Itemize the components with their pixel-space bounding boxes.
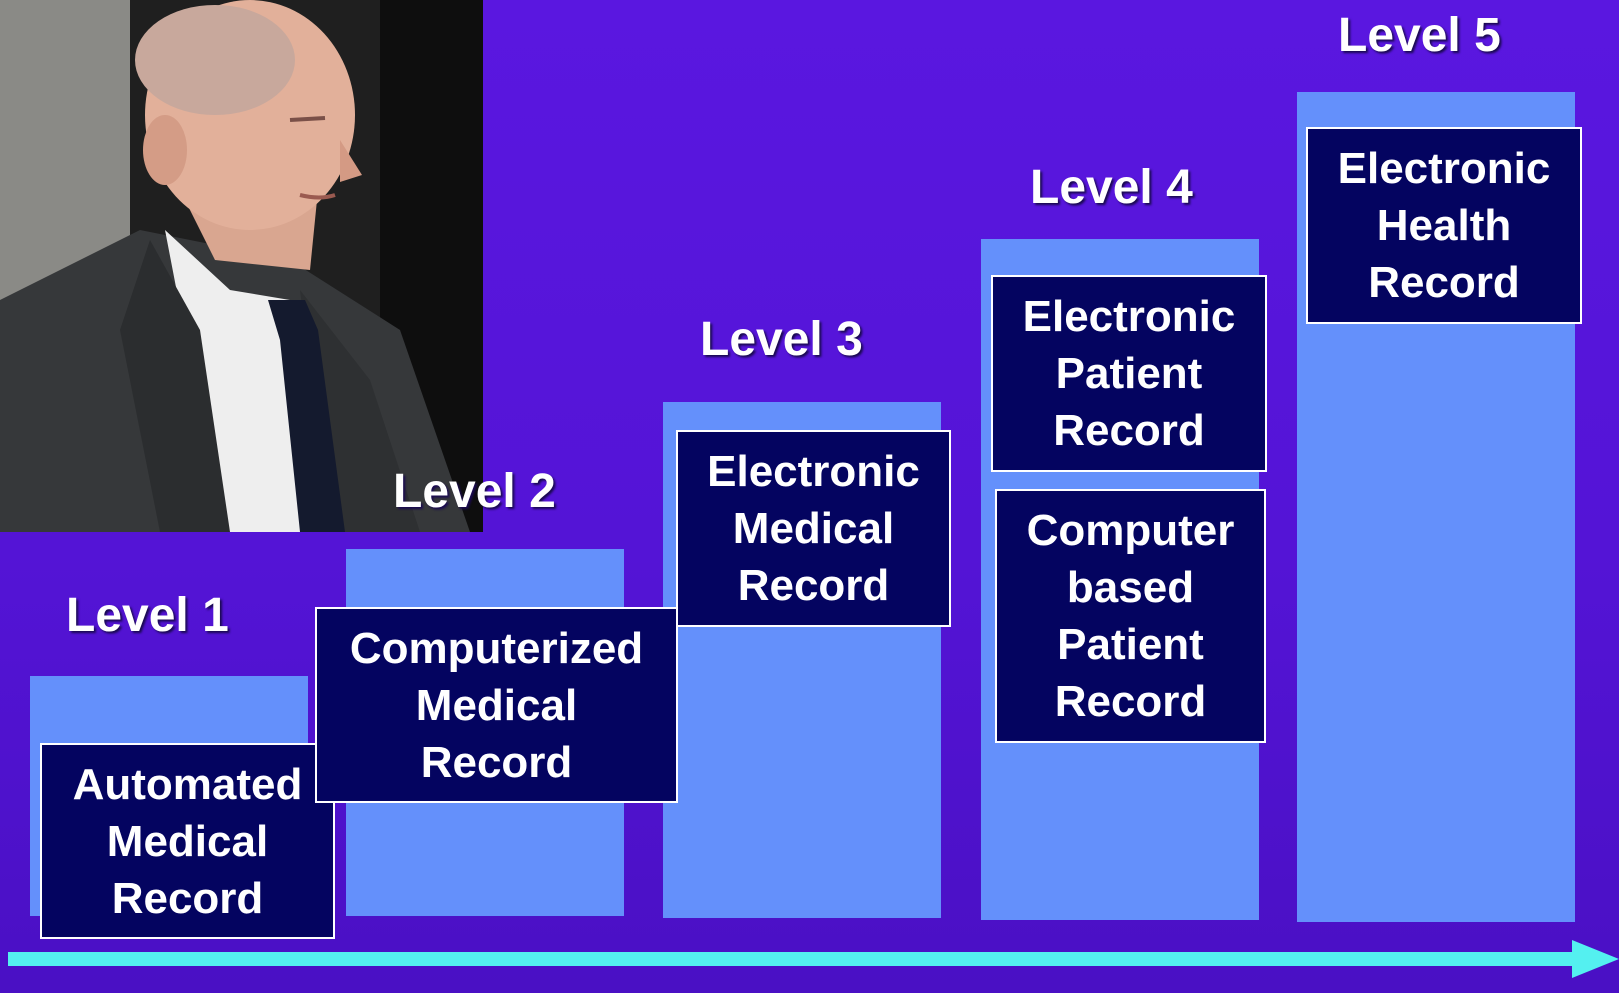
- level-4-label: Level 4: [1030, 161, 1193, 214]
- box-line: Electronic: [1022, 292, 1236, 341]
- box-line: based: [1066, 563, 1195, 612]
- box-line: Record: [420, 737, 573, 787]
- box-line: Patient: [1055, 349, 1203, 398]
- timeline-arrow: [8, 940, 1619, 978]
- box-line: Medical: [106, 816, 269, 866]
- box-line: Automated: [72, 759, 303, 809]
- box-line: Medical: [415, 680, 578, 730]
- box-line: Patient: [1057, 620, 1204, 669]
- box-line: Record: [111, 873, 264, 923]
- level-3-label: Level 3: [700, 313, 863, 366]
- automated-medical-record-box: Automated Medical Record: [40, 743, 335, 939]
- box-line: Record: [1368, 258, 1520, 307]
- level-1-label: Level 1: [66, 589, 229, 642]
- box-line: Computer: [1026, 506, 1235, 555]
- box-line: Computerized: [349, 623, 644, 673]
- box-line: Electronic: [1337, 144, 1551, 193]
- box-line: Record: [1053, 406, 1205, 455]
- electronic-health-record-box: Electronic Health Record: [1306, 127, 1582, 324]
- box-line: Record: [737, 561, 890, 610]
- box-line: Medical: [732, 504, 895, 553]
- portrait-photo: [0, 0, 483, 532]
- computer-based-patient-record-box: Computer based Patient Record: [995, 489, 1266, 743]
- level-2-label: Level 2: [393, 465, 556, 518]
- box-line: Record: [1054, 677, 1207, 726]
- computerized-medical-record-box: Computerized Medical Record: [315, 607, 678, 803]
- level-5-label: Level 5: [1338, 9, 1501, 62]
- box-line: Health: [1376, 201, 1512, 250]
- electronic-patient-record-box: Electronic Patient Record: [991, 275, 1267, 472]
- electronic-medical-record-box: Electronic Medical Record: [676, 430, 951, 627]
- box-line: Electronic: [707, 447, 920, 496]
